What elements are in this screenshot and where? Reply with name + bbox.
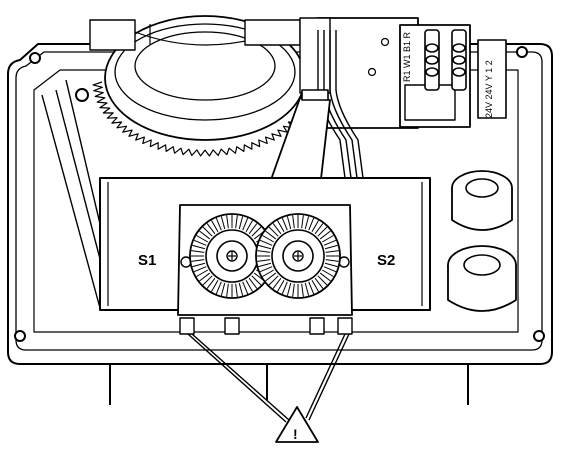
cam-tick — [245, 220, 253, 233]
cam-tick — [319, 230, 331, 240]
cam-tick — [192, 262, 206, 268]
terminal-label-right: 24V 24V Y 1 2 — [484, 60, 494, 118]
cam-tick — [281, 217, 288, 231]
cam-tick — [235, 215, 238, 229]
cam-tick — [196, 269, 209, 277]
cam-tick — [192, 244, 206, 250]
cam-tick — [211, 279, 219, 292]
cam-tick — [258, 244, 272, 250]
cam-tick — [308, 281, 315, 295]
terminal-label-top: R1 W1 B1 R — [402, 31, 412, 82]
cam-tick — [301, 283, 304, 297]
cam-tick — [292, 215, 295, 229]
cam-tick — [191, 250, 205, 253]
cam-tick — [191, 259, 205, 262]
cam-tick — [325, 259, 339, 262]
cam-tick — [317, 275, 328, 286]
cam-tick — [286, 216, 292, 230]
cam-tick — [324, 262, 338, 268]
cam-tick — [325, 250, 339, 253]
cam-tick — [321, 235, 334, 243]
cam-tick — [196, 235, 209, 243]
cam-tick — [323, 266, 337, 273]
cam-tick — [235, 283, 238, 297]
cam-tick — [272, 277, 282, 289]
cam-tick — [265, 230, 277, 240]
cam-tick — [215, 281, 222, 295]
cam-tick — [226, 215, 229, 229]
cam-tick — [242, 217, 249, 231]
cam-tick — [277, 279, 285, 292]
cam-tick — [324, 244, 338, 250]
cam-tick — [257, 259, 271, 262]
cam-tick — [259, 239, 273, 246]
cam-wheel-right — [255, 213, 341, 299]
cam-tick — [277, 220, 285, 233]
cam-tick — [226, 283, 229, 297]
cam-tick — [258, 262, 272, 268]
cam-tick — [202, 226, 213, 237]
cam-tick — [304, 216, 310, 230]
cam-tick — [259, 266, 273, 273]
cam-tick — [314, 277, 324, 289]
cam-tick — [265, 272, 277, 282]
cam-tick — [199, 272, 211, 282]
cam-tick — [319, 272, 331, 282]
cam-tick — [292, 283, 295, 297]
cam-tick — [193, 239, 207, 246]
switch-s1-label: S1 — [138, 252, 156, 269]
cam-tick — [281, 281, 288, 295]
cam-tick — [304, 282, 310, 296]
cam-tick — [314, 223, 324, 235]
cam-tick — [323, 239, 337, 246]
cam-tick — [286, 282, 292, 296]
cam-tick — [220, 216, 226, 230]
cam-tick — [317, 226, 328, 237]
cam-tick — [245, 279, 253, 292]
cam-tick — [321, 269, 334, 277]
cam-tick — [268, 275, 279, 286]
cam-tick — [211, 220, 219, 233]
cam-tick — [215, 217, 222, 231]
cam-tick — [311, 279, 319, 292]
cam-tick — [220, 282, 226, 296]
cam-tick — [262, 269, 275, 277]
cam-tick — [242, 281, 249, 295]
cam-tick — [262, 235, 275, 243]
housing-legs — [109, 362, 469, 405]
warning-leaders — [187, 333, 350, 423]
switch-s2-label: S2 — [377, 252, 395, 269]
warning-icon — [275, 406, 319, 443]
cam-tick — [301, 215, 304, 229]
cam-tick — [202, 275, 213, 286]
warning-symbol: ! — [293, 426, 298, 442]
cam-tick — [251, 226, 262, 237]
cam-tick — [206, 277, 216, 289]
cam-tick — [199, 230, 211, 240]
cam-tick — [251, 275, 262, 286]
cam-tick — [238, 216, 244, 230]
cam-tick — [272, 223, 282, 235]
cam-tick — [308, 217, 315, 231]
cam-tick — [268, 226, 279, 237]
right-insulators — [447, 170, 517, 312]
cam-tick — [238, 282, 244, 296]
cam-tick — [206, 223, 216, 235]
cam-tick — [311, 220, 319, 233]
cam-tick — [248, 277, 258, 289]
cam-tick — [193, 266, 207, 273]
cam-tick — [248, 223, 258, 235]
cam-tick — [257, 250, 271, 253]
